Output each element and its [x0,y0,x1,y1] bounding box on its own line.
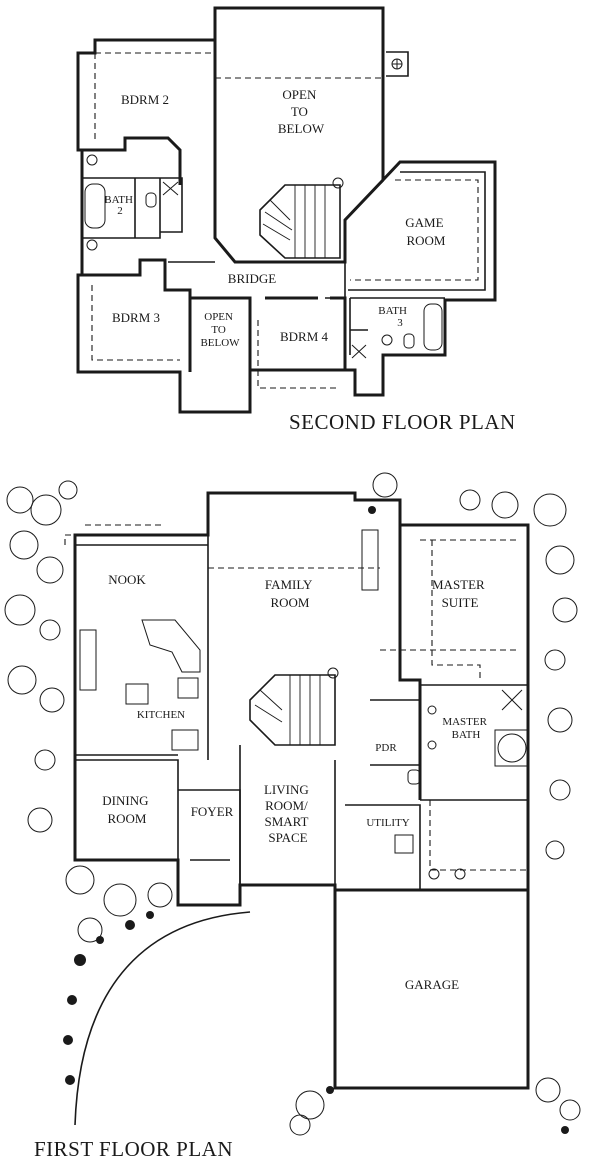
utility-label: UTILITY [366,817,409,829]
nook-walls [75,535,209,760]
dining-room-label: DINING ROOM [102,793,151,826]
bath3-sink [381,334,393,346]
bdrm3-walls [82,258,192,372]
living-room-label: LIVING ROOM/ SMART SPACE [264,782,312,845]
bath3-label: BATH 3 [378,305,409,329]
family-room-label: FAMILY ROOM [265,577,315,610]
living-room-walls [239,745,336,885]
bath2-sink-top [86,154,98,166]
kitchen-island [125,683,149,705]
landscape-trees-right [289,472,581,1136]
open-to-below-bottom-label: OPEN TO BELOW [200,311,240,349]
pdr-label: PDR [375,742,397,754]
master-suite-label: MASTER SUITE [432,577,488,610]
bdrm4-walls [265,296,347,370]
utility-washer [394,834,414,854]
first-floor-plan: NOOK FAMILY ROOM MASTER SUITE KITCHEN MA… [4,472,581,1161]
driveway-curve [74,911,251,1126]
foyer-label: FOYER [191,804,234,819]
landscape-trees-left [4,480,173,1085]
bath2-label: BATH 2 [104,194,135,217]
bdrm3-label: BDRM 3 [112,310,160,325]
game-room-walls [348,171,486,291]
second-floor-staircase [259,177,344,259]
kitchen-cooktop [177,677,199,699]
bath2-toilet [145,192,157,208]
second-floor-title: SECOND FLOOR PLAN [289,410,516,434]
kitchen-label: KITCHEN [137,709,185,721]
bdrm2-label: BDRM 2 [121,92,169,107]
bath3-walls [349,297,445,355]
bath2-sink-bottom [86,239,98,251]
bdrm4-label: BDRM 4 [280,329,329,344]
bridge-label: BRIDGE [228,271,276,286]
game-room-label: GAME ROOM [405,215,447,248]
vent-icon [391,58,403,70]
pdr-walls [370,699,421,766]
pdr-toilet [407,769,421,785]
second-floor-plan: BDRM 2 OPEN TO BELOW BATH 2 GAME ROOM BR… [76,6,516,434]
first-floor-outer-walls [73,491,530,1090]
kitchen-fridge [171,729,199,751]
nook-label: NOOK [108,572,146,587]
bdrm2-walls [82,136,182,185]
open-to-below-bottom-walls [190,296,252,370]
bath3-tub [423,303,443,351]
kitchen-counters [141,619,201,673]
garage-label: GARAGE [405,977,459,992]
master-bath-tub [497,733,527,763]
kitchen-sink-counter [79,629,97,691]
master-bath-label: MASTER BATH [442,716,489,741]
first-floor-staircase [249,667,339,746]
bath2-walls [82,177,183,239]
second-floor-outer-walls [76,6,497,414]
open-to-below-top-label: OPEN TO BELOW [278,87,325,136]
fireplace [361,529,379,591]
bath2-tub [84,183,106,229]
master-suite-walls [398,525,422,800]
dining-room-walls [75,759,179,860]
bath3-toilet [403,333,415,349]
open-to-below-top-walls [213,40,385,264]
roof-vent [386,51,409,77]
first-floor-title: FIRST FLOOR PLAN [34,1137,233,1161]
master-bath-walls [420,684,529,801]
